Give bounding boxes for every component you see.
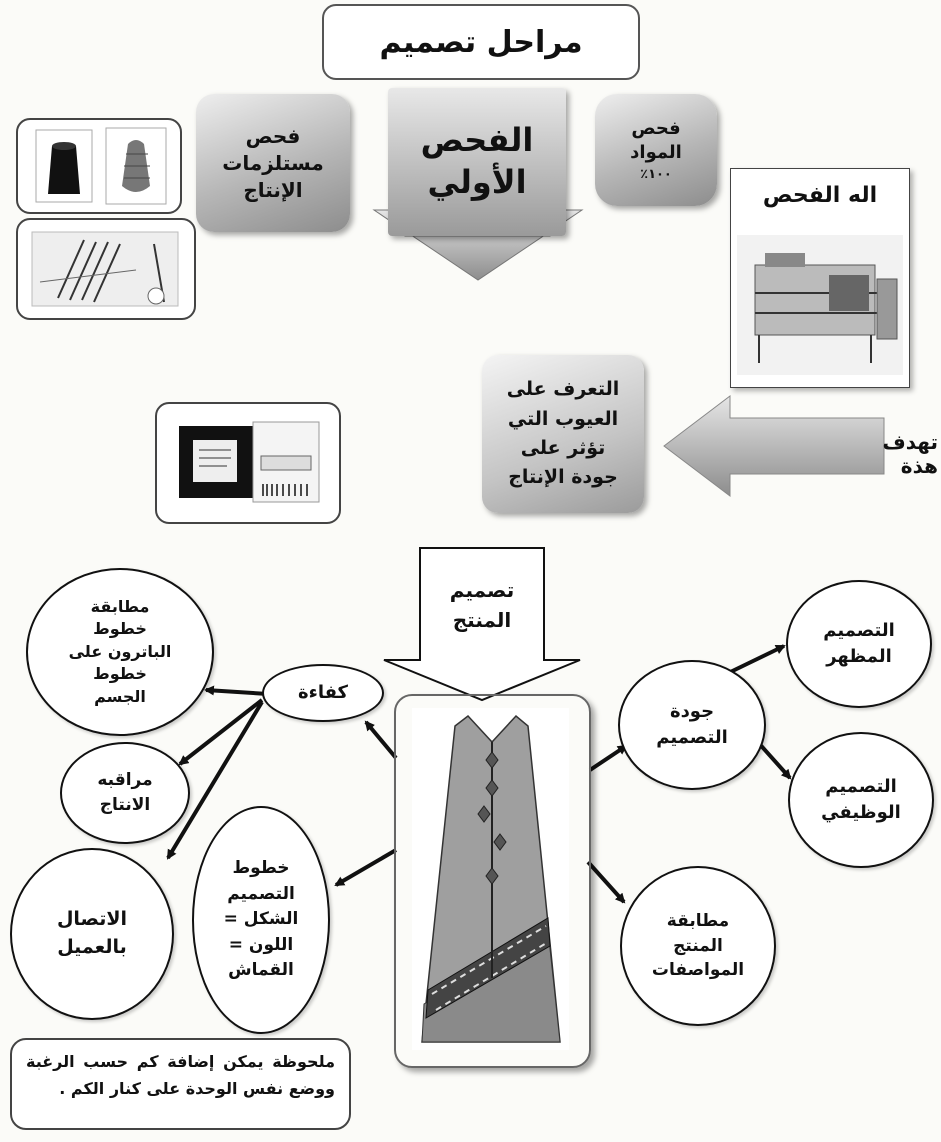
- pattern-match-circle: مطابقة خطوط الباترون على خطوط الجسم: [26, 568, 214, 736]
- production-check-box: فحص مستلزمات الإنتاج: [196, 94, 350, 232]
- inspection-machine-card: اله الفحص: [730, 168, 910, 388]
- appearance-design-circle: التصميم المظهر: [786, 580, 932, 708]
- product-design-arrow: [383, 547, 581, 702]
- spec-match-line: المنتج: [673, 935, 723, 956]
- functional-design-line: الوظيفي: [821, 802, 901, 823]
- needles-image: [16, 218, 196, 320]
- needles-icon: [31, 231, 179, 307]
- arrow-to-spec-match: [586, 860, 626, 904]
- production-check-line: مستلزمات: [222, 150, 324, 175]
- appearance-design-line: المظهر: [826, 646, 892, 667]
- aim-label: تهدف هذة: [882, 430, 939, 478]
- initial-check-line: الفحص: [420, 121, 534, 160]
- product-design-line: المنتج: [452, 608, 512, 632]
- thread-cones-icon: [35, 127, 167, 205]
- efficiency-ellipse: كفاءة: [262, 664, 384, 722]
- production-monitor-circle: مراقبه الانتاج: [60, 742, 190, 844]
- production-monitor-line: الانتاج: [99, 795, 151, 815]
- spec-match-line: المواصفات: [651, 960, 745, 981]
- material-check-line: المواد: [630, 142, 682, 164]
- thread-cones-image: [16, 118, 182, 214]
- design-lines-ellipse: خطوط التصميم الشكل = اللون = القماش: [192, 806, 330, 1034]
- production-check-line: فحص: [245, 123, 301, 148]
- initial-check-line: الأولي: [427, 163, 527, 201]
- design-lines-line: اللون =: [228, 934, 294, 955]
- arrow-to-efficiency: [364, 720, 398, 760]
- defects-line: التعرف على: [506, 378, 620, 401]
- defects-box: التعرف على العيوب التي تؤثر على جودة الإ…: [482, 355, 644, 513]
- design-quality-circle: جودة التصميم: [618, 660, 766, 790]
- appearance-design-line: التصميم: [823, 619, 895, 641]
- arrow-to-customer-contact: [166, 700, 264, 860]
- machine-card-title: اله الفحص: [762, 183, 878, 208]
- arrow-to-pattern-match: [204, 685, 269, 696]
- aim-arrow: [663, 394, 885, 498]
- spec-match-line: مطابقة: [666, 911, 730, 932]
- arrow-to-production-monitor: [178, 698, 264, 766]
- garment-illustration: [412, 708, 569, 1050]
- material-check-box: فحص المواد ١٠٠٪: [595, 94, 717, 206]
- material-check-line: فحص: [631, 117, 681, 139]
- design-quality-line: جودة: [669, 700, 715, 722]
- design-lines-line: التصميم: [227, 883, 295, 904]
- arrow-to-design-quality: [588, 744, 628, 772]
- design-lines-line: خطوط: [232, 858, 290, 879]
- design-quality-line: التصميم: [656, 727, 728, 748]
- production-monitor-line: مراقبه: [97, 770, 153, 791]
- product-design-line: تصميم: [449, 578, 515, 602]
- customer-contact-line: الاتصال: [56, 908, 128, 931]
- product-garment-frame: [394, 694, 591, 1068]
- spec-match-circle: مطابقة المنتج المواصفات: [620, 866, 776, 1026]
- design-lines-line: القماش: [228, 960, 294, 981]
- initial-check-box: الفحص الأولي: [388, 88, 566, 236]
- product-design-label: تصميم المنتج: [420, 562, 544, 648]
- functional-design-circle: التصميم الوظيفي: [788, 732, 934, 868]
- defects-line: تؤثر على: [520, 437, 606, 459]
- pattern-match-line: الجسم: [94, 686, 146, 706]
- pattern-match-line: مطابقة: [90, 597, 150, 617]
- pattern-match-line: خطوط: [93, 619, 147, 639]
- inspection-machine-icon: [737, 235, 903, 375]
- customer-contact-circle: الاتصال بالعميل: [10, 848, 174, 1020]
- labels-image: [155, 402, 341, 524]
- defects-line: العيوب التي: [507, 407, 619, 430]
- arrow-to-design-lines: [334, 848, 398, 887]
- production-check-line: الإنتاج: [243, 177, 303, 202]
- design-lines-line: الشكل =: [223, 909, 299, 930]
- functional-design-line: التصميم: [825, 775, 897, 797]
- pattern-match-line: الباترون على: [68, 641, 172, 661]
- pattern-match-line: خطوط: [93, 664, 147, 684]
- defects-line: جودة الإنتاج: [508, 466, 618, 489]
- material-check-line: ١٠٠٪: [640, 166, 672, 182]
- labels-icon: [179, 421, 320, 503]
- note-box: ملحوظة يمكن إضافة كم حسب الرغبة ووضع نفس…: [10, 1038, 351, 1130]
- customer-contact-line: بالعميل: [57, 936, 127, 958]
- page-title: مراحل تصميم: [322, 4, 640, 80]
